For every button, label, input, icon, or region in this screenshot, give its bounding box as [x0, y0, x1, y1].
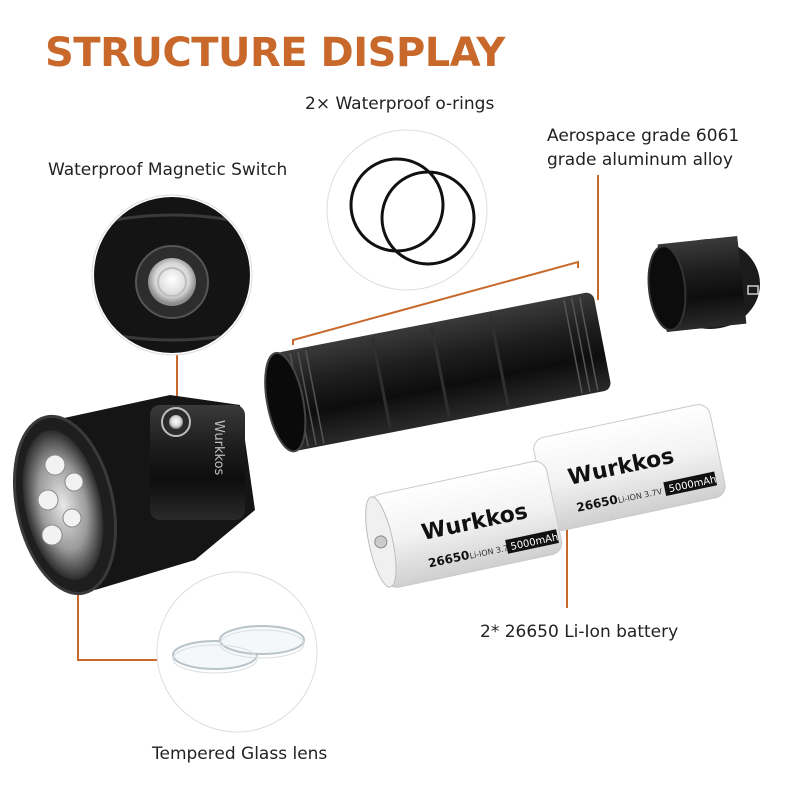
flashlight-head: Wurkkos [12, 395, 255, 596]
switch-button-icon [169, 415, 183, 429]
glass-lens-label: Tempered Glass lens [152, 744, 328, 764]
o-rings-callout-line [292, 260, 579, 345]
glass-lens-inset [156, 571, 318, 733]
head-brand-text: Wurkkos [211, 420, 226, 476]
tail-cap [647, 236, 760, 332]
magnetic-switch-inset [91, 194, 253, 356]
lens-icon [219, 625, 305, 655]
aluminum-alloy-label-line2: grade aluminum alloy [547, 150, 733, 170]
battery-tube [264, 292, 611, 453]
led-array-icon [37, 454, 84, 546]
switch-button-icon [148, 258, 196, 306]
magnetic-switch-label: Waterproof Magnetic Switch [48, 160, 288, 180]
battery-terminal-icon [374, 535, 388, 549]
aluminum-alloy-label-line1: Aerospace grade 6061 [547, 126, 740, 146]
o-rings-inset [326, 129, 488, 291]
page-title: STRUCTURE DISPLAY [45, 30, 505, 76]
o-rings-label: 2× Waterproof o-rings [305, 94, 495, 114]
battery-glyph-icon [747, 285, 759, 295]
o-ring-icon [380, 170, 476, 266]
battery-label: 2* 26650 Li-Ion battery [480, 622, 679, 642]
battery-rear: Wurkkos 26650 Li-ION 3.7V 5000mAh [533, 404, 726, 531]
battery-front: Wurkkos 26650 Li-ION 3.7V 5000mAh [365, 460, 563, 588]
aluminum-alloy-label: Aerospace grade 6061 grade aluminum allo… [547, 124, 739, 172]
